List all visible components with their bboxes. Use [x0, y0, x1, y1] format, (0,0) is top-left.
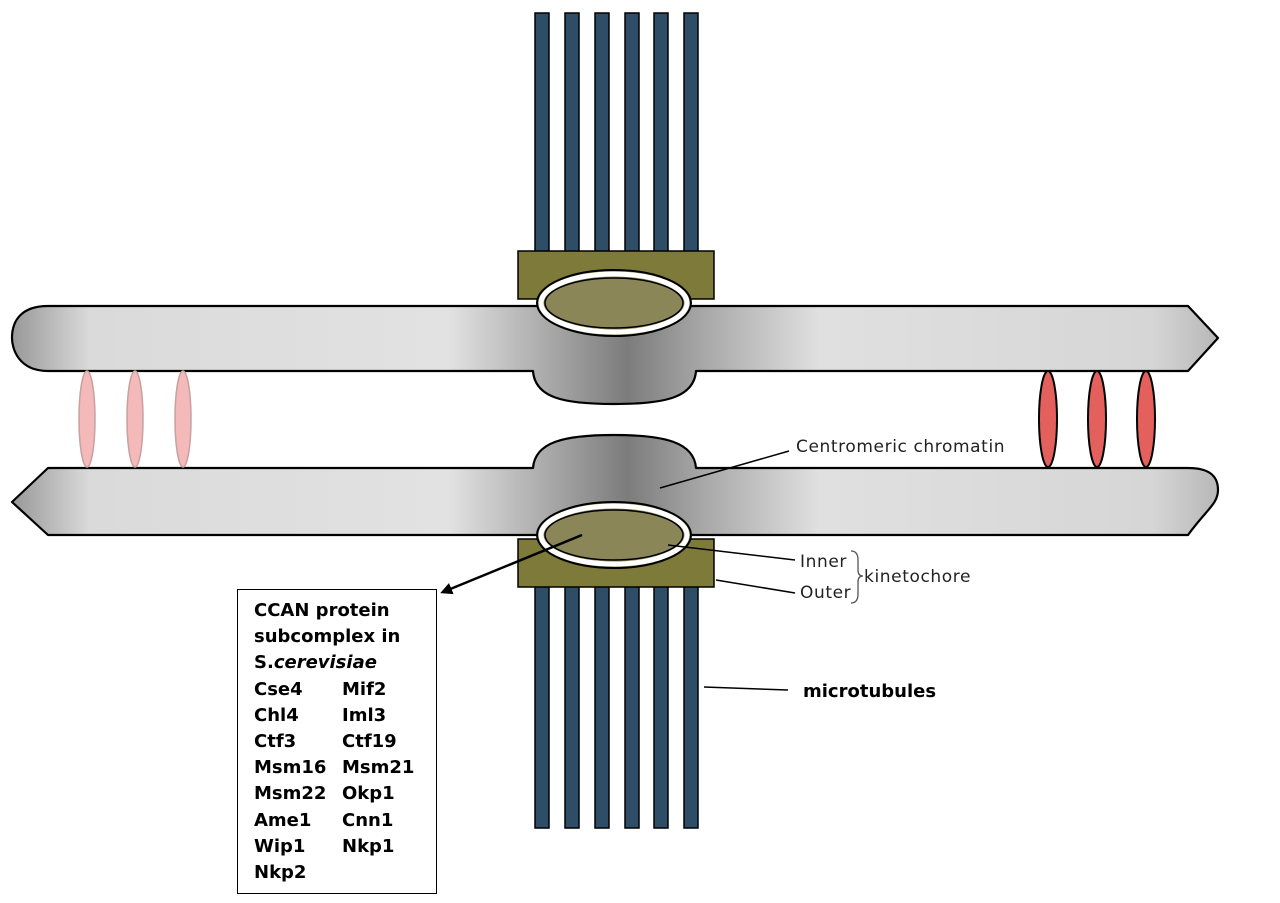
protein-name: Mif2: [342, 678, 387, 700]
centromeric-chromatin-leader: [659, 450, 790, 489]
microtubule: [624, 12, 640, 256]
protein-name: Msm16: [254, 757, 327, 779]
cohesin-ring: [126, 370, 144, 468]
protein-name: Cse4: [254, 678, 303, 700]
bottom-chromatid: [10, 433, 1220, 537]
ccan-arrow: [440, 533, 583, 595]
microtubule: [564, 12, 580, 256]
outer-leader: [715, 579, 796, 594]
microtubules-label: microtubules: [803, 681, 936, 702]
microtubule: [534, 12, 550, 256]
microtubules-leader: [703, 686, 789, 691]
microtubule: [564, 581, 580, 829]
ccan-title-line1: CCAN protein: [254, 600, 390, 621]
outer-label: Outer: [800, 583, 851, 603]
protein-name: Okp1: [342, 783, 395, 805]
cohesin-ring: [1136, 370, 1156, 468]
inner-kinetochore-bottom-ring: [538, 503, 690, 567]
microtubule: [653, 12, 669, 256]
protein-name: Iml3: [342, 704, 387, 726]
microtubule: [624, 581, 640, 829]
top-chromatid: [10, 304, 1220, 406]
protein-name: Ctf3: [254, 731, 297, 753]
microtubule: [594, 12, 610, 256]
cohesin-rings-left: [78, 370, 192, 468]
microtubule: [594, 581, 610, 829]
microtubule: [683, 581, 699, 829]
ccan-title-line2: subcomplex in: [254, 626, 401, 648]
inner-kinetochore-top-ring: [538, 271, 690, 335]
species-name: S.cerevisiae: [254, 650, 436, 676]
inner-label: Inner: [800, 552, 847, 572]
centromeric-chromatin-label: Centromeric chromatin: [796, 437, 1005, 457]
inner-kinetochore-top-core: [544, 277, 684, 329]
kinetochore-brace: [850, 550, 864, 604]
cohesin-rings-right: [1038, 370, 1156, 468]
protein-name: Chl4: [254, 704, 299, 726]
inner-leader: [667, 544, 796, 561]
species-prefix: S.: [254, 652, 274, 674]
microtubule: [653, 581, 669, 829]
species-italic: cerevisiae: [273, 652, 377, 674]
protein-name: Msm22: [254, 783, 327, 805]
protein-name: Ctf19: [342, 731, 397, 753]
protein-name: Ame1: [254, 809, 312, 831]
microtubule: [683, 12, 699, 256]
protein-name: Wip1: [254, 835, 306, 857]
protein-name: Msm21: [342, 757, 415, 779]
cohesin-ring: [1038, 370, 1058, 468]
top-microtubules: [534, 12, 699, 256]
bottom-microtubules: [534, 581, 699, 829]
ccan-protein-box: CCAN protein subcomplex in S.cerevisiae …: [237, 589, 437, 894]
cohesin-ring: [1087, 370, 1107, 468]
protein-name: [342, 860, 438, 886]
cohesin-ring: [78, 370, 96, 468]
kinetochore-label: kinetochore: [864, 567, 971, 587]
protein-name: Nkp1: [342, 835, 395, 857]
inner-kinetochore-bottom-core: [544, 509, 684, 561]
protein-name: Cnn1: [342, 809, 394, 831]
cohesin-ring: [174, 370, 192, 468]
microtubule: [534, 581, 550, 829]
protein-name: Nkp2: [254, 862, 307, 884]
